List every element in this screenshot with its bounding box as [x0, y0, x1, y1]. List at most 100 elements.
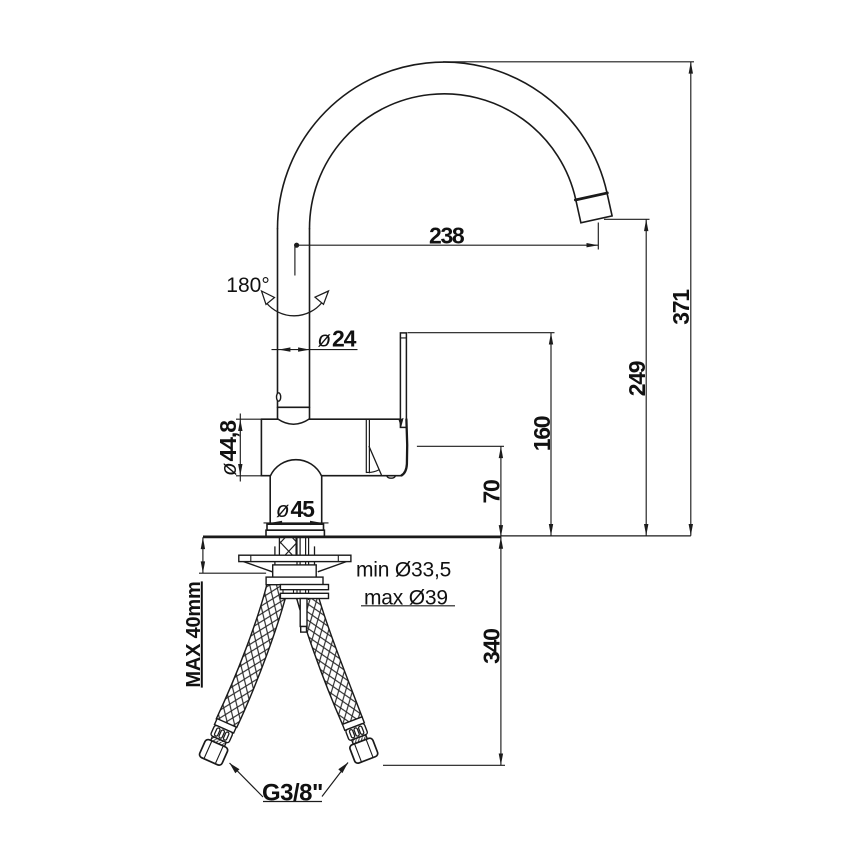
dim-spout-reach-dot-1	[294, 242, 300, 248]
center-tube	[299, 597, 308, 633]
dim-outlet-height	[604, 218, 650, 536]
label-outlet-height: 249	[624, 361, 650, 396]
swivel-arc-segment-2	[260, 289, 276, 306]
faucet-body-segment-7	[400, 418, 409, 477]
diameter-symbol: ø	[276, 497, 289, 522]
label-hole-min: min Ø33,5	[356, 558, 451, 581]
hose-connector-left-segment-1	[203, 741, 224, 764]
label-lever-height: 160	[529, 416, 555, 451]
dim-body-diameter-segment-5	[238, 464, 243, 476]
dim-body-height	[416, 445, 504, 537]
diameter-value: 24	[332, 326, 357, 352]
faucet-body-segment-6	[368, 445, 382, 476]
mounting-bracket-plate-1	[238, 554, 352, 563]
swivel-arc	[260, 289, 330, 317]
base-flange	[265, 523, 326, 538]
dim-counter-thickness-segment-4	[200, 561, 206, 574]
spout-arc-segment-2	[308, 93, 577, 230]
hose-connector-right-plate-3	[348, 729, 356, 739]
hose-connector-left-plate-7	[198, 738, 229, 766]
faucet-body-segment-5	[366, 469, 380, 474]
dim-hose-length-segment-3	[498, 536, 504, 549]
hose-left	[216, 584, 289, 728]
lever-handle-segment-2	[398, 417, 404, 428]
dim-pipe-diameter-segment-3	[298, 347, 310, 352]
dim-base-diameter-segment-3	[310, 520, 322, 526]
spout-arc-segment-1	[276, 61, 608, 230]
pipe-shoulder	[277, 418, 310, 425]
diameter-symbol: ø	[216, 462, 241, 475]
hose-connector-left-plate-5	[222, 731, 230, 741]
hose-connector-right-plate-7	[349, 737, 379, 764]
under-counter-assembly	[198, 537, 379, 766]
hose-connector-right-plate-5	[357, 725, 365, 735]
label-hose-thread: G3/8"	[262, 780, 323, 807]
dim-overall-height	[443, 61, 694, 536]
mounting-bracket	[238, 554, 352, 600]
labels: 238 371 249 160 70 340 180° ø24 ø44,8 ø4…	[183, 222, 694, 806]
dim-lever-height-segment-4	[548, 524, 554, 536]
mounting-bracket-plate-3	[265, 576, 324, 586]
label-swivel-angle: 180°	[226, 274, 269, 297]
countertop-line	[203, 535, 691, 539]
diameter-symbol: ø	[318, 327, 331, 352]
center-tube-plate-1	[299, 597, 308, 628]
dim-spout-reach-segment-4	[586, 243, 599, 248]
label-spout-reach: 238	[429, 222, 465, 248]
mounting-bracket-plate-6	[279, 592, 330, 600]
mounting-bracket-plate-4	[280, 589, 329, 594]
dim-body-height-segment-4	[498, 525, 504, 537]
center-tube-plate-2	[300, 625, 308, 633]
spout-arc	[275, 61, 608, 420]
base-flange-plate-1	[266, 523, 325, 532]
dim-outlet-height-segment-3	[644, 219, 649, 232]
base-neck	[269, 458, 323, 524]
faucet-outline	[260, 61, 614, 538]
mounting-bracket-plate-5	[279, 583, 330, 591]
thread-leaders-segment-4	[229, 763, 240, 774]
dimensions	[199, 61, 694, 803]
thread-leaders	[229, 762, 349, 803]
dim-hose-length	[383, 536, 505, 766]
label-body-height: 70	[479, 480, 505, 503]
dim-pipe-diameter	[271, 347, 358, 352]
mounting-bracket-segment-2	[243, 560, 347, 573]
diameter-value: 45	[290, 496, 315, 522]
dim-body-height-segment-3	[498, 446, 504, 459]
hose-connector-left-plate-3	[213, 727, 221, 737]
spout-aerator	[573, 191, 614, 224]
label-overall-height: 371	[668, 289, 694, 325]
threaded-stud	[278, 537, 297, 557]
label-hose-length: 340	[479, 629, 505, 664]
label-hole-max: max Ø39	[364, 586, 448, 609]
dim-lever-height-segment-3	[548, 332, 554, 345]
dim-body-diameter-segment-4	[238, 419, 243, 431]
faucet-body	[260, 418, 409, 479]
dim-spout-reach	[294, 222, 599, 276]
thread-leaders-segment-5	[338, 762, 348, 774]
hose-connector-right-plate-4	[353, 727, 360, 737]
dim-overall-height-segment-4	[688, 524, 693, 536]
dim-outlet-height-segment-4	[644, 524, 649, 536]
diameter-value: 44,8	[215, 420, 241, 462]
mounting-bracket-segment-1	[250, 555, 339, 562]
spout-aerator-segment-2	[573, 191, 609, 202]
hose-connector-left	[198, 717, 238, 766]
spout-arc-oval-1	[275, 392, 282, 402]
threaded-stud-segment-1	[278, 537, 297, 557]
hose-connector-right	[341, 715, 379, 764]
dim-base-diameter-segment-2	[270, 520, 283, 526]
dim-base-diameter	[263, 520, 329, 526]
mounting-bracket-plate-2	[272, 564, 317, 580]
label-body-diameter: ø44,8	[215, 420, 241, 476]
dim-hose-length-segment-4	[498, 753, 504, 766]
swivel-arc-segment-1	[266, 302, 323, 317]
lever-handle-plate-1	[399, 332, 408, 429]
label-pipe-diameter: ø24	[318, 326, 357, 352]
threaded-stud-plate-1	[279, 537, 297, 557]
label-counter-thickness: MAX 40mm	[183, 581, 205, 687]
hose-connector-left-plate-4	[218, 729, 226, 739]
mounting-bracket-segment-3	[282, 589, 310, 594]
dim-lever-height	[407, 332, 555, 536]
